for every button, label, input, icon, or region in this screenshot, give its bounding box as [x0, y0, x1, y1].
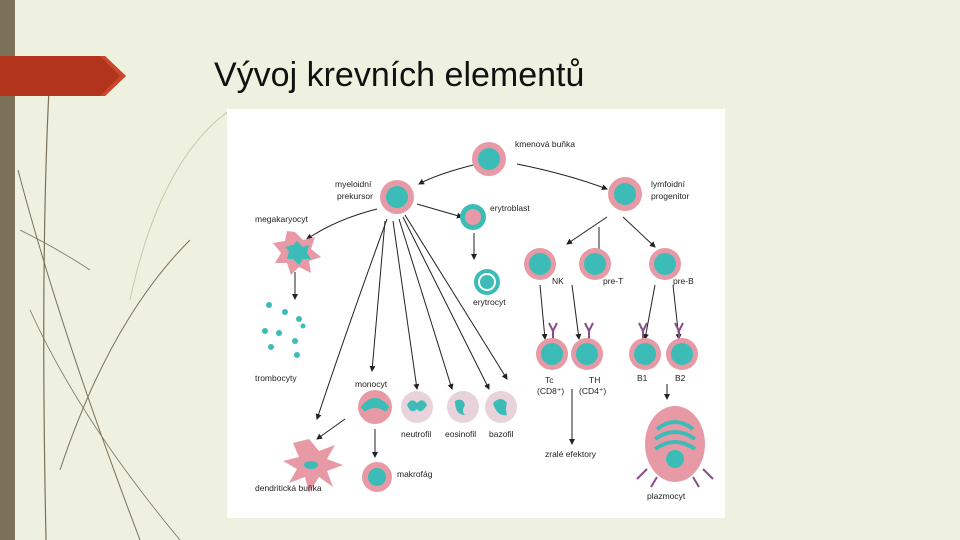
lymphoid-progenitor-cell: [608, 177, 642, 211]
hematopoiesis-diagram: kmenová buňka myeloidní prekursor lymfoi…: [227, 109, 725, 518]
label-pre-t: pre-T: [603, 276, 623, 286]
label-erythroblast: erytroblast: [490, 203, 530, 213]
b2-cell: [666, 338, 698, 370]
monocyte-cell: [358, 390, 392, 424]
receptors: [548, 322, 684, 339]
label-b1: B1: [637, 373, 648, 383]
plasma-cell: [636, 406, 714, 488]
eosinophil-cell: [447, 391, 479, 423]
label-monocyte: monocyt: [355, 379, 388, 389]
label-basophils: bazofil: [489, 429, 514, 439]
label-nk: NK: [552, 276, 564, 286]
b1-cell: [629, 338, 661, 370]
label-megakaryocyte: megakaryocyt: [255, 214, 309, 224]
pre-b-cell: [649, 248, 681, 280]
erythrocyte-cell: [474, 269, 500, 295]
erythroblast-cell: [460, 204, 486, 230]
label-macrophage: makrofág: [397, 469, 433, 479]
label-th-sub: (CD4⁺): [579, 386, 606, 396]
slide-title: Vývoj krevních elementů: [214, 56, 585, 94]
label-dendritic-cell: dendritická buňka: [255, 483, 322, 493]
myeloid-progenitor-cell: [380, 180, 414, 214]
label-pre-b: pre-B: [673, 276, 694, 286]
macrophage-cell: [362, 462, 392, 492]
dendritic-cell: [283, 439, 343, 493]
diagram-arrows: [292, 163, 682, 458]
label-lymphoid-line1: lymfoidní: [651, 179, 686, 189]
label-stem-cell: kmenová buňka: [515, 139, 575, 149]
label-myeloid-line1: myeloidní: [335, 179, 372, 189]
tc-cell: [536, 338, 568, 370]
title-accent-arrow: [0, 56, 126, 96]
megakaryocyte-cell: [273, 231, 321, 275]
nk-cell: [524, 248, 556, 280]
label-plasma-cell: plazmocyt: [647, 491, 686, 501]
thrombocytes: [262, 302, 306, 358]
label-effectors: zralé efektory: [545, 449, 597, 459]
decorative-lines: [17, 69, 230, 540]
label-erythrocyte: erytrocyt: [473, 297, 506, 307]
label-myeloid-line2: prekursor: [337, 191, 373, 201]
label-lymphoid-line2: progenitor: [651, 191, 689, 201]
neutrophil-cell: [401, 391, 433, 423]
th-cell: [571, 338, 603, 370]
pre-t-cell: [579, 248, 611, 280]
basophil-cell: [485, 391, 517, 423]
label-b2: B2: [675, 373, 686, 383]
stem-cell: [472, 142, 506, 176]
label-thrombocytes: trombocyty: [255, 373, 297, 383]
label-tc-sub: (CD8⁺): [537, 386, 564, 396]
label-tc: Tc: [545, 375, 554, 385]
left-bar: [0, 0, 15, 540]
label-eosinophils: eosinofil: [445, 429, 476, 439]
label-neutrophils: neutrofil: [401, 429, 431, 439]
label-th: TH: [589, 375, 600, 385]
